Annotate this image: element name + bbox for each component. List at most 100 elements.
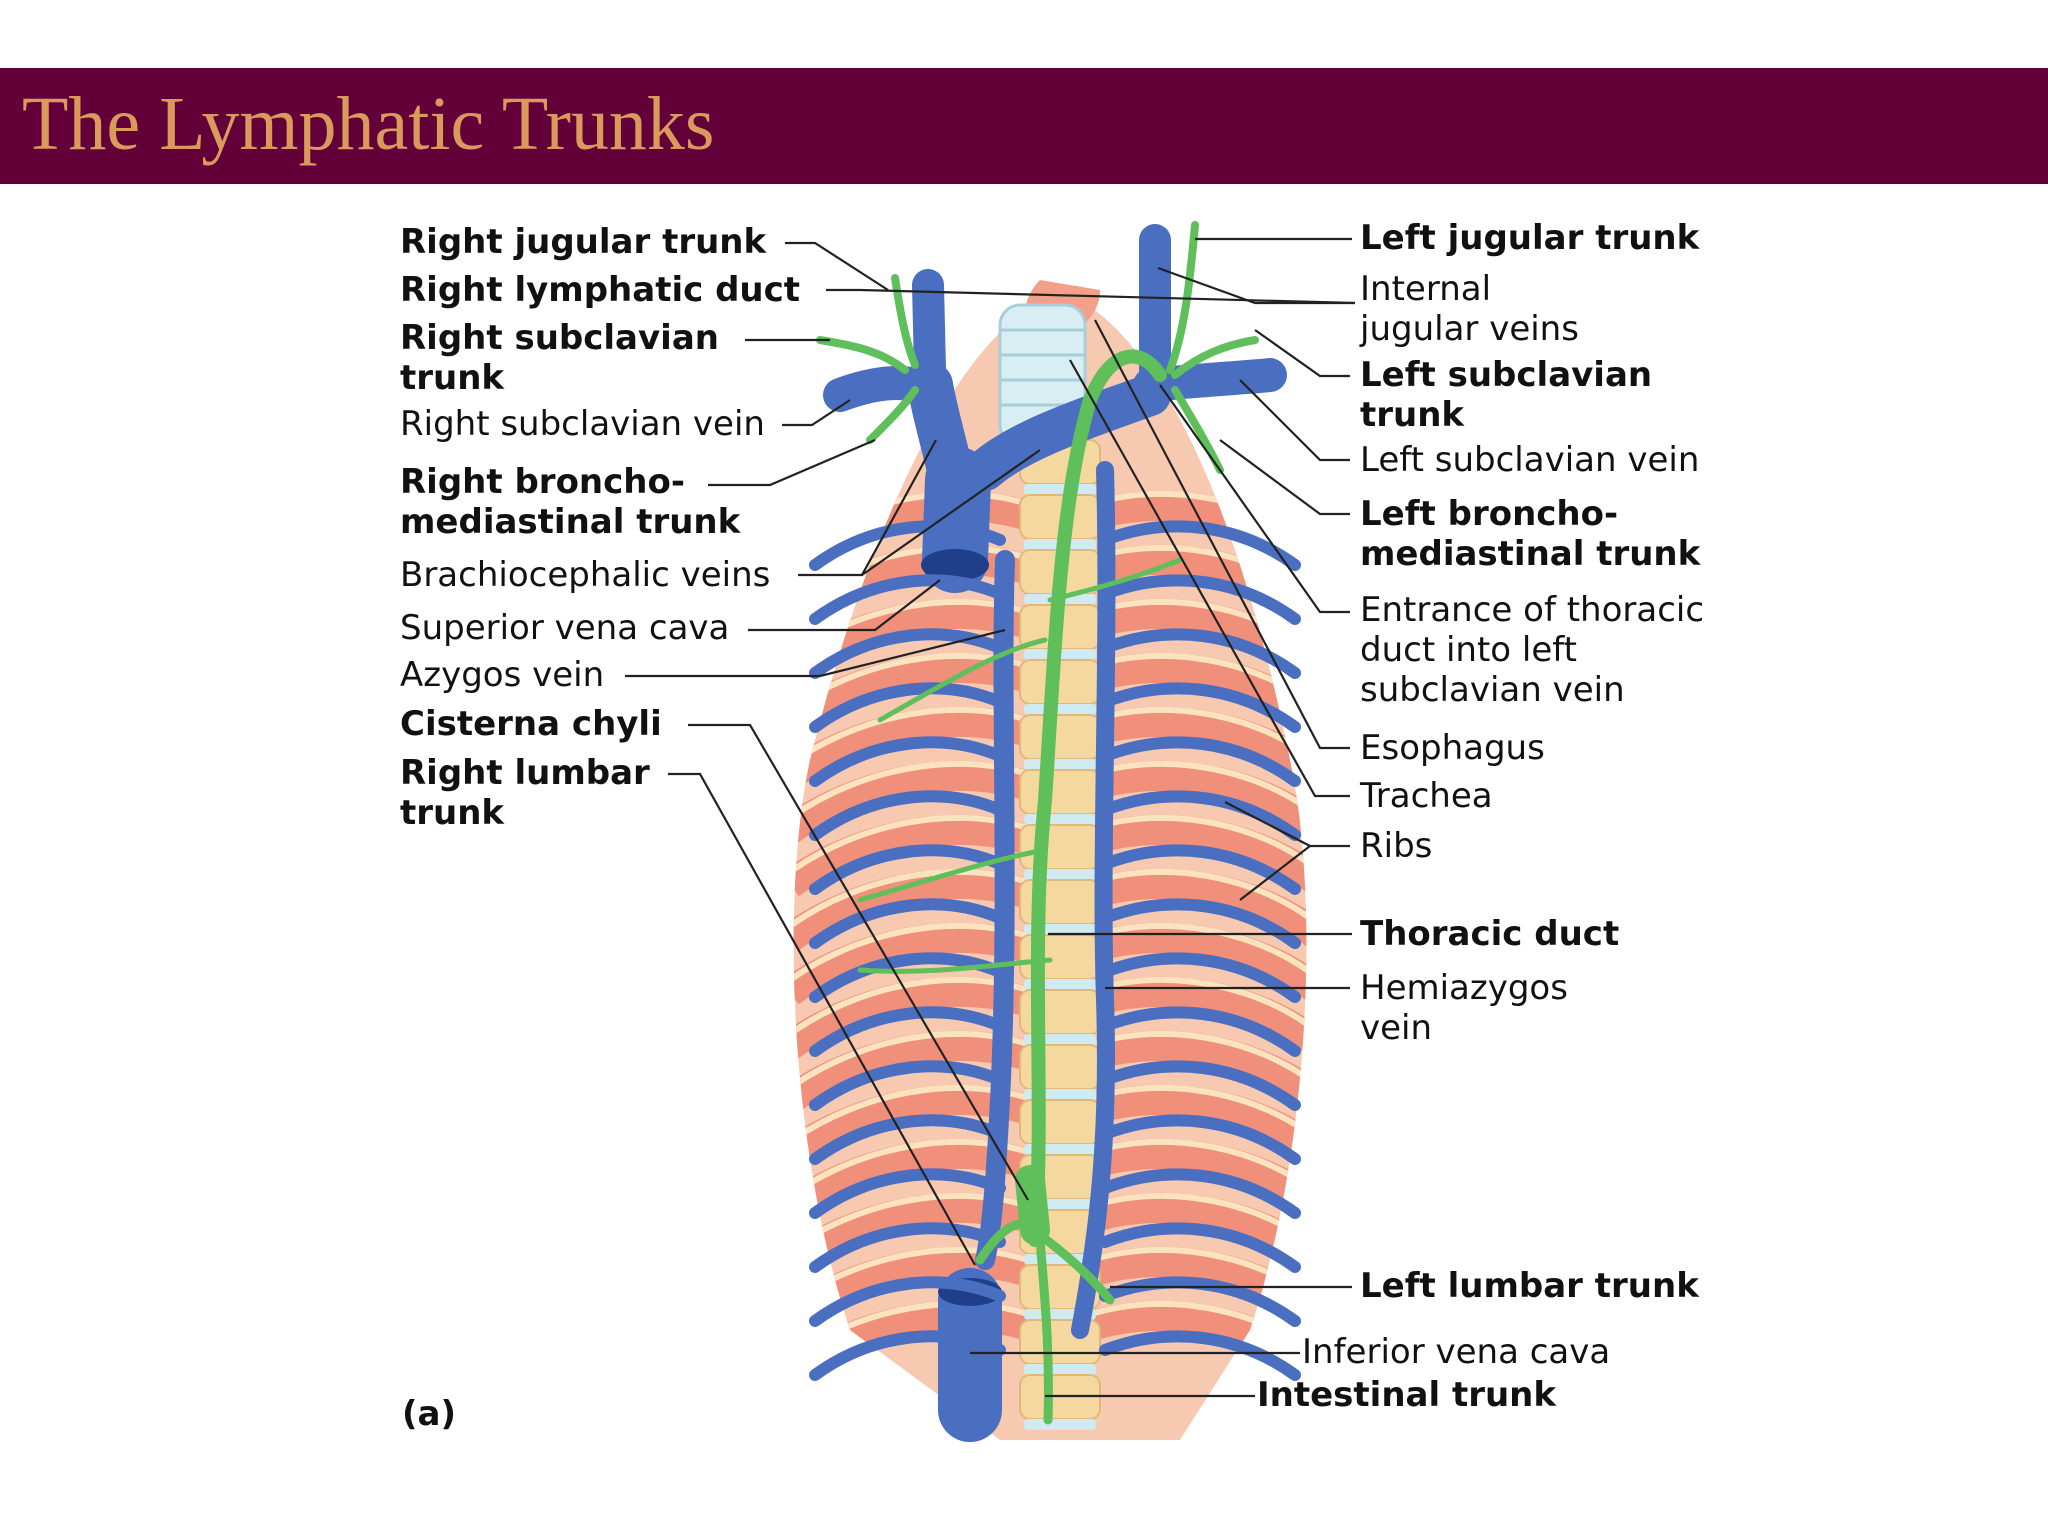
label-esophagus: Esophagus <box>1360 728 1545 768</box>
label-superior-vena-cava: Superior vena cava <box>400 608 729 648</box>
label-line: Brachiocephalic veins <box>400 555 771 595</box>
label-line: Inferior vena cava <box>1302 1332 1611 1372</box>
label-line: mediastinal trunk <box>400 502 741 542</box>
intervertebral-disc <box>1024 484 1096 495</box>
label-line: Left jugular trunk <box>1360 218 1700 258</box>
right-lumbar-trunk-shape <box>975 1219 1035 1265</box>
label-cisterna-chyli: Cisterna chyli <box>400 704 662 744</box>
intervertebral-disc <box>1024 1419 1096 1430</box>
leader-left-bronchomediastinal-trunk <box>1219 439 1350 516</box>
leader-lines <box>625 237 1356 1398</box>
label-line: trunk <box>400 793 505 833</box>
label-ribs: Ribs <box>1360 826 1432 866</box>
intercostal-lymph-4 <box>1047 557 1183 603</box>
label-right-bronchomediastinal-trunk: Right broncho-mediastinal trunk <box>400 462 740 542</box>
label-line: Azygos vein <box>400 655 605 695</box>
intercostal-vein-left <box>809 1168 1006 1219</box>
label-line: Intestinal trunk <box>1257 1375 1556 1415</box>
label-line: Trachea <box>1360 776 1493 816</box>
intercostal-vein-right <box>1099 898 1301 949</box>
superior-vena-cava-shape <box>922 447 991 593</box>
intercostal-vein-right <box>1099 1114 1301 1165</box>
panel-label: (a) <box>402 1394 457 1434</box>
label-line: Esophagus <box>1360 728 1545 768</box>
rib-left <box>793 1138 1046 1221</box>
intercostal-vein-right <box>1099 1168 1301 1219</box>
label-line: Right subclavian <box>400 318 719 358</box>
intercostal-vein-left <box>809 574 1006 625</box>
thoracic-duct-shape <box>1028 349 1167 1247</box>
label-line: Hemiazygos <box>1360 968 1568 1008</box>
label-line: Left broncho- <box>1360 494 1619 534</box>
left-subclavian-vein-shape <box>1133 358 1287 402</box>
leader-right-lymphatic-duct <box>826 288 1356 305</box>
label-line: Right lumbar <box>400 753 650 793</box>
intercostal-veins <box>809 520 1301 1381</box>
label-line: Right broncho- <box>400 462 685 502</box>
label-thoracic-duct: Thoracic duct <box>1360 914 1619 954</box>
right-subclavian-trunk-shape <box>816 336 909 374</box>
intercostal-lymph-2 <box>857 847 1048 903</box>
leader-cisterna-chyli <box>688 723 1029 1201</box>
intercostal-vein-right <box>1099 736 1301 787</box>
label-line: Left subclavian vein <box>1360 440 1700 480</box>
intercostal-vein-right <box>1099 1276 1301 1327</box>
intervertebral-disc <box>1024 704 1096 715</box>
intervertebral-disc <box>1024 759 1096 770</box>
leader-trachea <box>1069 359 1350 798</box>
intercostal-vein-right <box>1099 1222 1301 1273</box>
leader-ribs-b <box>1239 845 1311 901</box>
intervertebral-disc <box>1024 814 1096 825</box>
intercostal-vein-right <box>1099 1006 1301 1057</box>
label-line: Right subclavian vein <box>400 404 765 444</box>
intercostal-vein-right <box>1099 1330 1301 1381</box>
label-right-lymphatic-duct: Right lymphatic duct <box>400 270 800 310</box>
intercostal-vein-right <box>1099 790 1301 841</box>
vertebra <box>1019 824 1101 870</box>
leader-brachiocephalic-veins-b <box>861 449 1041 576</box>
intercostal-vein-left <box>809 1222 1006 1273</box>
label-azygos-vein: Azygos vein <box>400 655 604 695</box>
right-bronchomediastinal-trunk-shape <box>866 386 919 444</box>
label-right-jugular-trunk: Right jugular trunk <box>400 222 766 262</box>
intercostal-vein-left <box>809 520 1006 571</box>
title-bar: The Lymphatic Trunks <box>0 68 2048 184</box>
label-line: Thoracic duct <box>1360 914 1620 954</box>
label-line: Cisterna chyli <box>400 704 662 744</box>
label-line: mediastinal trunk <box>1360 534 1701 574</box>
left-lumbar-trunk-shape <box>1035 1230 1115 1305</box>
label-line: Right jugular trunk <box>400 222 767 262</box>
label-line: Internal <box>1360 269 1492 309</box>
intercostal-vein-left <box>809 952 1006 1003</box>
label-trachea: Trachea <box>1360 776 1493 816</box>
label-line: Ribs <box>1360 826 1433 866</box>
label-line: Right lymphatic duct <box>400 270 801 310</box>
label-brachiocephalic-veins: Brachiocephalic veins <box>400 555 770 595</box>
leader-superior-vena-cava <box>748 579 941 632</box>
intercostal-vein-left <box>809 628 1006 679</box>
intercostal-vein-left <box>809 682 1006 733</box>
intercostal-vein-left <box>809 1114 1006 1165</box>
intercostal-vein-left <box>809 736 1006 787</box>
label-line: jugular veins <box>1360 309 1579 349</box>
intercostal-vein-left <box>809 898 1006 949</box>
leader-azygos-vein <box>625 628 1006 678</box>
leader-right-bronchomediastinal-trunk <box>708 438 876 487</box>
intercostal-vein-left <box>809 1060 1006 1111</box>
leader-left-subclavian-trunk <box>1254 329 1350 378</box>
label-line: trunk <box>400 358 505 398</box>
label-line: Superior vena cava <box>400 608 730 648</box>
left-bronchomediastinal-trunk-shape <box>1171 386 1224 474</box>
left-brachiocephalic-vein-shape <box>964 374 1171 491</box>
lymphatic-vessels <box>816 221 1259 1425</box>
leader-right-lumbar-trunk <box>668 772 976 1266</box>
leader-right-subclavian-vein <box>782 399 851 427</box>
intercostal-vein-right <box>1099 574 1301 625</box>
right-jugular-trunk-shape <box>891 274 919 369</box>
